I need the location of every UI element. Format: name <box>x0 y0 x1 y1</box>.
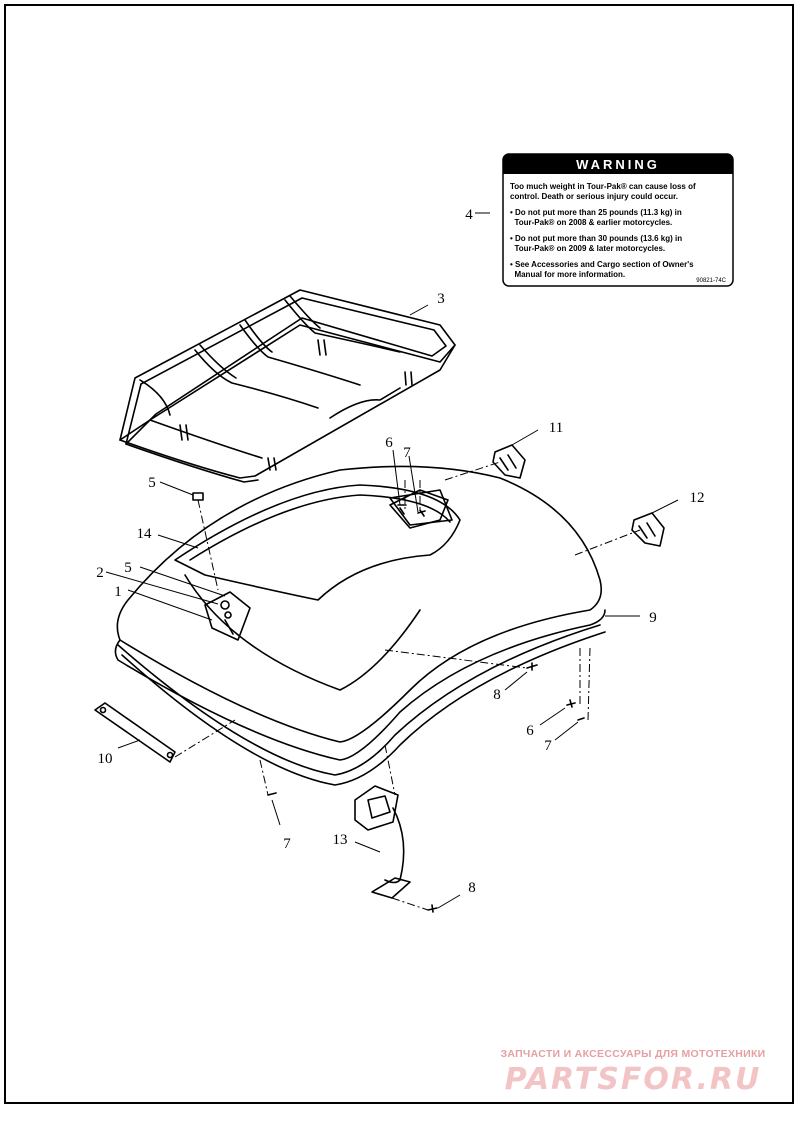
warning-label-title: WARNING <box>576 157 660 172</box>
callout-2: 2 <box>96 565 104 581</box>
warning-line: • Do not put more than 25 pounds (11.3 k… <box>510 208 682 217</box>
callout-3: 3 <box>437 291 445 307</box>
callout-numbers: 1 2 3 4 5 5 6 6 7 7 7 8 8 9 10 11 12 13 … <box>96 207 704 896</box>
interior-light <box>354 785 411 899</box>
callout-7: 7 <box>544 738 552 754</box>
callout-6: 6 <box>385 435 393 451</box>
screws <box>192 492 585 913</box>
warning-line: Tour-Pak® on 2008 & earlier motorcycles. <box>510 218 672 227</box>
lid-gasket <box>117 624 606 786</box>
callout-9: 9 <box>649 610 657 626</box>
latch-plate <box>204 591 251 641</box>
watermark-tagline: ЗАПЧАСТИ И АКСЕССУАРЫ ДЛЯ МОТОТЕХНИКИ <box>500 1048 766 1060</box>
callout-14: 14 <box>137 526 153 542</box>
callout-6: 6 <box>526 723 534 739</box>
callout-7: 7 <box>403 445 411 461</box>
watermark: ЗАПЧАСТИ И АКСЕССУАРЫ ДЛЯ МОТОТЕХНИКИ PA… <box>488 1048 778 1097</box>
warning-line: Tour-Pak® on 2009 & later motorcycles. <box>510 244 665 253</box>
callout-7: 7 <box>283 836 291 852</box>
callout-12: 12 <box>690 490 705 506</box>
alignment-lines <box>174 461 641 911</box>
warning-line: control. Death or serious injury could o… <box>510 192 678 201</box>
callout-11: 11 <box>549 420 563 436</box>
tour-pak-lid <box>114 465 606 761</box>
hinge-bracket-12 <box>631 512 665 547</box>
callout-5: 5 <box>124 560 132 576</box>
warning-label-code: 90821-74C <box>696 278 726 284</box>
page-border <box>4 4 794 1104</box>
warning-line: • See Accessories and Cargo section of O… <box>510 260 694 269</box>
callout-4: 4 <box>465 207 473 223</box>
luggage-rack <box>119 289 456 483</box>
warning-line: Too much weight in Tour-Pak® can cause l… <box>510 182 696 191</box>
warning-line: • Do not put more than 30 pounds (13.6 k… <box>510 234 682 243</box>
callout-10: 10 <box>98 751 113 767</box>
callout-1: 1 <box>114 584 122 600</box>
tether-strap <box>94 702 176 763</box>
callout-8: 8 <box>468 880 476 896</box>
warning-label: WARNING Too much weight in Tour-Pak® can… <box>502 153 734 287</box>
callout-8: 8 <box>493 687 501 703</box>
hinge-bracket-11 <box>492 444 526 479</box>
watermark-brand: PARTSFOR.RU <box>504 1062 762 1097</box>
warning-line: Manual for more information. <box>510 270 625 279</box>
callout-13: 13 <box>333 832 348 848</box>
leader-lines <box>105 212 679 909</box>
callout-5: 5 <box>148 475 156 491</box>
